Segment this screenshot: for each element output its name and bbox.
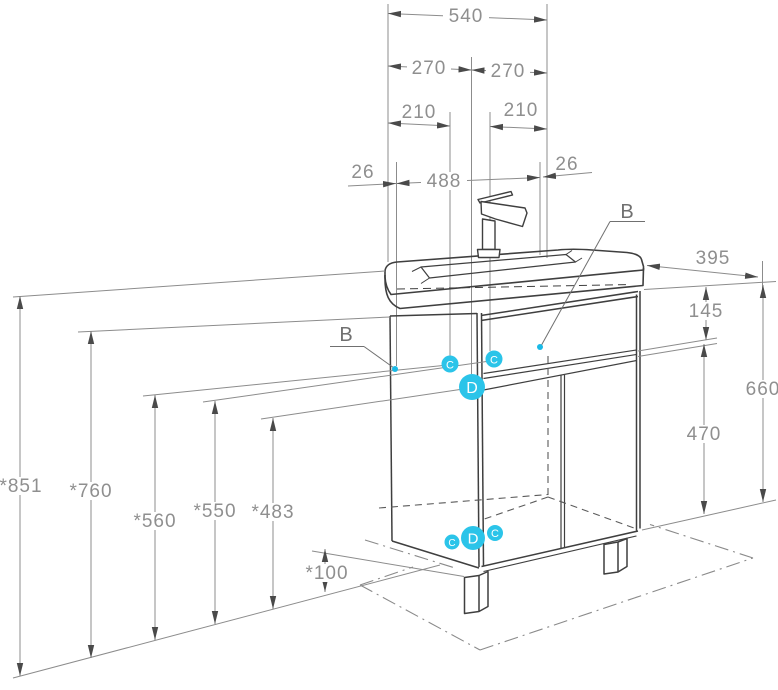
dim-line-488 xyxy=(396,174,541,187)
cabinet-bottom-edge-a xyxy=(481,530,639,568)
callout-b-right-label: B xyxy=(620,201,633,223)
faucet-riser xyxy=(481,218,496,251)
cabinet-side-top-edge xyxy=(389,312,478,317)
ext-line-560 xyxy=(142,364,449,397)
dim-26-right: 26 xyxy=(555,154,578,175)
fitting-markers: C C D C D C xyxy=(441,350,503,550)
cabinet-hidden-lines xyxy=(378,356,635,529)
dim-270-left: 270 xyxy=(412,58,447,79)
dim-560: *560 xyxy=(133,511,176,532)
floor-outline xyxy=(359,523,754,651)
ext-line-rail-right-b xyxy=(637,343,718,357)
faucet-base xyxy=(476,248,501,259)
dim-470: 470 xyxy=(687,424,722,445)
b-callouts: B B xyxy=(330,201,645,372)
dim-line-210-left xyxy=(387,120,451,129)
cabinet-top-front-edge-a xyxy=(480,290,639,317)
dim-210-right: 210 xyxy=(504,100,539,121)
dim-text-backgrounds xyxy=(0,8,778,582)
top-dimensions xyxy=(347,4,593,374)
callout-b-right-point xyxy=(537,344,543,350)
ext-line-bottom-right xyxy=(641,499,777,531)
faucet-spout xyxy=(480,200,528,228)
front-left-leg xyxy=(463,570,489,615)
dim-line-395 xyxy=(646,263,759,279)
cabinet-rail-edge-b xyxy=(483,353,637,380)
callout-b-left-label: B xyxy=(339,324,352,346)
dim-line-26-right xyxy=(542,172,593,179)
door-top-edge xyxy=(483,359,637,391)
washbasin xyxy=(384,248,645,310)
cabinet xyxy=(378,290,641,573)
sink-hidden-edge xyxy=(396,284,631,290)
faucet xyxy=(476,190,528,259)
sink-rim-outline xyxy=(384,248,645,296)
marker-d-lower-corner: D xyxy=(461,526,485,550)
dim-395: 395 xyxy=(696,248,731,269)
cabinet-top-front-edge-b xyxy=(480,295,639,322)
left-dimensions xyxy=(12,270,491,679)
svg-text:C: C xyxy=(448,538,455,549)
svg-text:C: C xyxy=(490,355,498,367)
cabinet-front-left-edge-a xyxy=(476,312,480,568)
cabinet-bottom-edge-b xyxy=(483,535,637,573)
svg-text:C: C xyxy=(446,360,454,372)
dim-550: *550 xyxy=(193,501,236,522)
dim-851: *851 xyxy=(0,476,43,497)
marker-c-upper-front: C xyxy=(485,350,503,368)
ext-line-top-right xyxy=(643,281,777,290)
floor-baseline xyxy=(12,564,441,679)
cabinet-rail-edge-a xyxy=(483,349,637,375)
cabinet-left-back-edge xyxy=(389,315,393,542)
callout-b-right-leader xyxy=(540,221,611,347)
cabinet-side-bottom-edge xyxy=(391,540,480,569)
faucet-lever xyxy=(477,190,514,204)
ext-line-100 xyxy=(311,550,465,577)
ext-line-550 xyxy=(202,360,491,403)
svg-text:D: D xyxy=(466,380,478,397)
dimension-labels: 540 270 270 210 210 26 488 26 395 145 66… xyxy=(0,6,778,584)
cabinet-front-left-edge-b xyxy=(480,312,485,567)
dim-270-right: 270 xyxy=(491,61,526,82)
ext-line-483 xyxy=(260,387,471,420)
marker-c-lower-front: C xyxy=(487,525,503,541)
dim-line-26-left xyxy=(347,180,397,188)
dim-660: 660 xyxy=(746,379,778,400)
dim-210-left: 210 xyxy=(402,102,437,123)
dim-145: 145 xyxy=(689,301,724,322)
marker-c-upper-side: C xyxy=(441,355,459,373)
dim-26-left: 26 xyxy=(351,162,374,183)
marker-c-lower-side: C xyxy=(444,534,460,550)
front-right-leg xyxy=(603,537,628,575)
sink-apron xyxy=(384,267,645,310)
dim-540: 540 xyxy=(449,6,484,27)
callout-b-left-leader xyxy=(363,346,395,369)
callout-b-left-point xyxy=(392,366,398,372)
sink-basin-corner-lines xyxy=(411,250,583,284)
ext-line-851 xyxy=(12,270,386,298)
svg-text:C: C xyxy=(491,528,499,540)
dim-100: *100 xyxy=(305,563,348,584)
dim-760: *760 xyxy=(69,481,112,502)
cabinet-legs xyxy=(463,537,628,615)
dim-488: 488 xyxy=(427,171,462,192)
ext-line-rail-right-a xyxy=(637,337,718,352)
dim-483: *483 xyxy=(251,502,294,523)
dim-line-210-right xyxy=(489,123,548,132)
marker-d-upper-corner: D xyxy=(459,374,485,400)
svg-text:D: D xyxy=(468,531,479,548)
ext-line-760 xyxy=(77,316,391,333)
